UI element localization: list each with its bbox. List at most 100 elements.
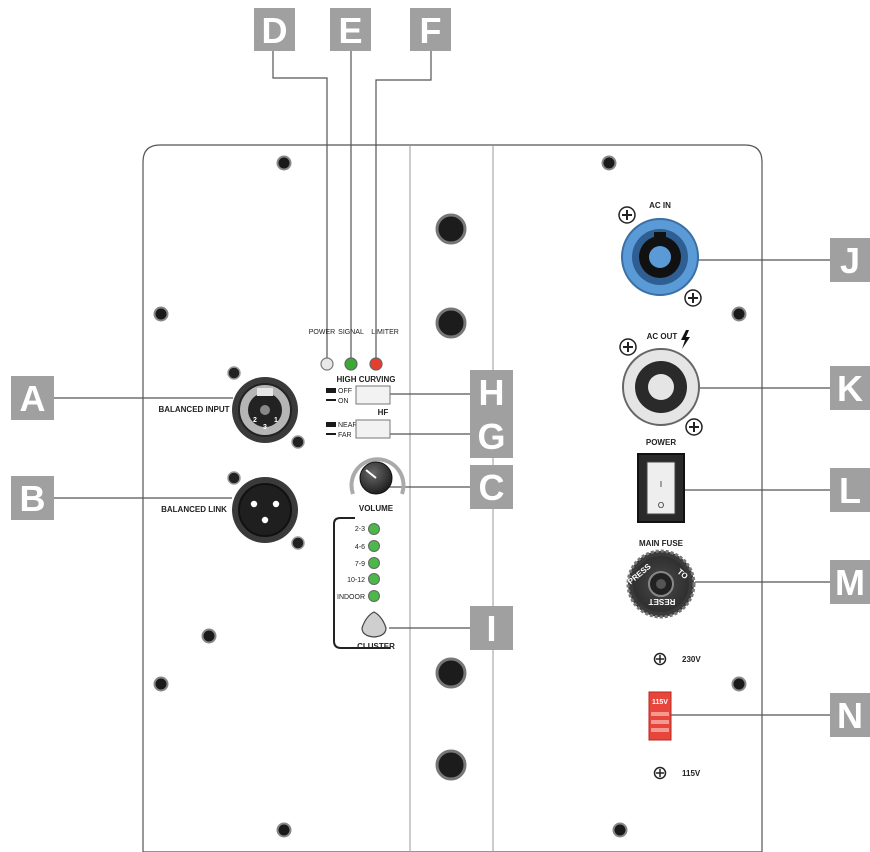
cluster-level-label: 7-9 xyxy=(355,561,365,568)
callout-i: I xyxy=(470,606,513,650)
main-fuse-label: MAIN FUSE xyxy=(639,539,684,548)
svg-text:A: A xyxy=(20,378,46,419)
near-label: NEAR xyxy=(338,422,357,429)
callout-m: M xyxy=(830,560,870,604)
svg-text:K: K xyxy=(837,368,863,409)
balanced-link-jack[interactable] xyxy=(227,471,305,550)
xlr-pin-label: 3 xyxy=(263,424,267,431)
screw xyxy=(291,435,305,449)
screw xyxy=(618,206,636,224)
xlr-pin-label: 1 xyxy=(274,417,278,424)
callout-n: N xyxy=(830,693,870,737)
rear-panel xyxy=(142,144,763,852)
cluster-selector: 2-3 4-6 7-9 10-12 INDOOR CLUSTER xyxy=(333,517,395,651)
power-led-label: POWER xyxy=(309,329,335,336)
svg-text:F: F xyxy=(420,10,442,51)
cluster-label: CLUSTER xyxy=(357,642,395,651)
xlr-pin-label: 2 xyxy=(253,417,257,424)
balanced-link-label: BALANCED LINK xyxy=(161,505,227,514)
balanced-input-label: BALANCED INPUT xyxy=(158,405,229,414)
cluster-led xyxy=(368,557,380,569)
ac-in-connector[interactable] xyxy=(618,206,702,307)
callout-g: G xyxy=(470,414,513,458)
screw xyxy=(731,306,747,322)
screw xyxy=(201,628,217,644)
mounting-hole xyxy=(435,307,467,339)
callout-d: D xyxy=(254,8,295,51)
callout-c: C xyxy=(470,465,513,509)
main-fuse[interactable]: PRESS TO RESET xyxy=(626,549,696,619)
screw xyxy=(227,366,241,380)
hf-switch[interactable]: HF NEAR FAR xyxy=(326,408,391,439)
screw xyxy=(685,418,703,436)
callout-f: F xyxy=(410,8,451,51)
mounting-hole xyxy=(435,213,467,245)
voltage-230-label: 230V xyxy=(682,655,701,664)
screw xyxy=(619,338,637,356)
high-curving-switch[interactable]: HIGH CURVING OFF ON xyxy=(326,375,395,405)
callout-e: E xyxy=(330,8,371,51)
leader-lines xyxy=(54,50,830,716)
volume-knob[interactable] xyxy=(349,457,406,495)
cluster-level-label: 2-3 xyxy=(355,526,365,533)
svg-text:H: H xyxy=(479,372,505,413)
callout-j: J xyxy=(830,238,870,282)
hf-label: HF xyxy=(378,408,389,417)
cluster-button[interactable] xyxy=(361,611,387,638)
far-label: FAR xyxy=(338,432,352,439)
switch-on-label: I xyxy=(660,480,662,489)
screw xyxy=(153,306,169,322)
svg-text:L: L xyxy=(839,470,861,511)
mounting-hole xyxy=(435,657,467,689)
balanced-input-jack[interactable]: 2 1 3 xyxy=(227,366,305,449)
svg-text:C: C xyxy=(479,467,505,508)
power-switch-label: POWER xyxy=(646,438,676,447)
ac-in-label: AC IN xyxy=(649,201,671,210)
svg-text:G: G xyxy=(477,416,505,457)
volume-label: VOLUME xyxy=(359,504,394,513)
svg-text:E: E xyxy=(338,10,362,51)
cluster-led xyxy=(368,523,380,535)
screw xyxy=(601,155,617,171)
ac-out-label: AC OUT xyxy=(647,332,678,341)
callout-k: K xyxy=(830,366,870,410)
callout-a: A xyxy=(11,376,54,420)
svg-text:B: B xyxy=(20,478,46,519)
mounting-holes xyxy=(435,213,467,781)
ac-out-connector[interactable] xyxy=(619,338,703,436)
callout-h: H xyxy=(470,370,513,414)
high-curving-label: HIGH CURVING xyxy=(337,375,396,384)
limiter-led-label: LIMITER xyxy=(371,329,399,336)
svg-text:N: N xyxy=(837,695,863,736)
leader-d xyxy=(272,50,328,360)
screw xyxy=(291,536,305,550)
screw xyxy=(684,289,702,307)
screw xyxy=(153,676,169,692)
callout-l: L xyxy=(830,468,870,512)
on-label: ON xyxy=(338,398,349,405)
lightning-icon xyxy=(681,330,690,349)
signal-led xyxy=(344,357,358,371)
callout-b: B xyxy=(11,476,54,520)
voltage-230-marker xyxy=(653,652,667,666)
switch-off-label: O xyxy=(658,501,664,510)
screw xyxy=(276,155,292,171)
callouts: D E F A B H G C I J K L M N xyxy=(11,8,870,737)
cluster-level-label: INDOOR xyxy=(337,594,365,601)
signal-led-label: SIGNAL xyxy=(338,329,364,336)
svg-text:J: J xyxy=(840,240,860,281)
fuse-reset-label: RESET xyxy=(649,597,676,606)
cluster-level-label: 10-12 xyxy=(347,577,365,584)
power-switch[interactable]: I O xyxy=(637,453,685,523)
voltage-selector-label: 115V xyxy=(652,699,668,706)
leader-f xyxy=(375,50,432,360)
screw xyxy=(612,822,628,838)
voltage-selector-switch[interactable]: 115V xyxy=(648,691,672,741)
cluster-led xyxy=(368,590,380,602)
off-label: OFF xyxy=(338,388,352,395)
cluster-led xyxy=(368,540,380,552)
voltage-115-marker xyxy=(653,766,667,780)
screw xyxy=(731,676,747,692)
voltage-115-label: 115V xyxy=(682,769,701,778)
